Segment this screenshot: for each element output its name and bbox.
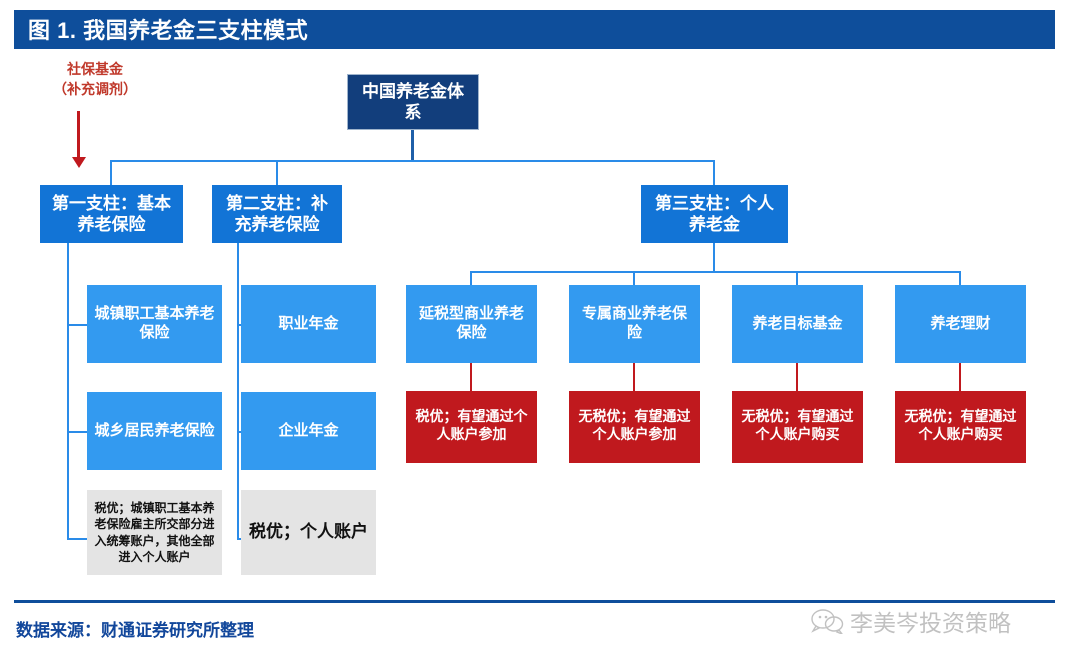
connector-red-4: [959, 363, 961, 391]
connector-red-3: [796, 363, 798, 391]
connector-root-bus: [110, 160, 715, 162]
node-pillar2-note: 税优；个人账户: [241, 490, 376, 575]
node-root[interactable]: 中国养老金体系: [347, 74, 479, 130]
node-pillar3-note-2: 无税优；有望通过个人账户参加: [569, 391, 700, 463]
node-pillar2-child-2[interactable]: 企业年金: [241, 392, 376, 470]
annotation-arrow-shaft: [77, 111, 80, 159]
connector-pillar3-drop-3: [796, 271, 798, 285]
watermark: 李美岑投资策略: [810, 604, 1011, 638]
node-pillar1-note: 税优；城镇职工基本养老保险雇主所交部分进入统筹账户，其他全部进入个人账户: [87, 490, 222, 575]
connector-pillar1-spine: [67, 243, 69, 540]
node-pillar2-child-1[interactable]: 职业年金: [241, 285, 376, 363]
connector-pillar3-down: [713, 243, 715, 271]
connector-red-2: [633, 363, 635, 391]
connector-to-pillar-1: [110, 160, 112, 185]
node-pillar1-child-2[interactable]: 城乡居民养老保险: [87, 392, 222, 470]
social-security-fund-annotation: 社保基金 （补充调剂）: [53, 63, 137, 99]
node-pillar3-note-1: 税优；有望通过个人账户参加: [406, 391, 537, 463]
down-arrow-icon: [72, 157, 86, 168]
node-pillar3-child-1[interactable]: 延税型商业养老保险: [406, 285, 537, 363]
connector-pillar1-stub-3: [67, 538, 87, 540]
data-source-label: 数据来源：财通证券研究所整理: [16, 621, 254, 640]
wechat-icon: [811, 609, 844, 634]
diagram-canvas: 社保基金 （补充调剂） 中国养老金体系 第一支柱：基本养老保险 第二支柱：补充养…: [0, 49, 1069, 600]
node-pillar-1[interactable]: 第一支柱：基本养老保险: [40, 185, 183, 243]
connector-to-pillar-3: [713, 160, 715, 185]
node-pillar-2[interactable]: 第二支柱：补充养老保险: [212, 185, 342, 243]
connector-pillar3-bus: [470, 271, 961, 273]
node-pillar3-child-4[interactable]: 养老理财: [895, 285, 1026, 363]
connector-pillar3-drop-1: [470, 271, 472, 285]
connector-red-1: [470, 363, 472, 391]
connector-pillar1-stub-2: [67, 431, 87, 433]
node-pillar3-child-3[interactable]: 养老目标基金: [732, 285, 863, 363]
connector-to-pillar-2: [276, 160, 278, 185]
node-pillar3-child-2[interactable]: 专属商业养老保险: [569, 285, 700, 363]
connector-pillar3-drop-2: [633, 271, 635, 285]
node-pillar1-child-1[interactable]: 城镇职工基本养老保险: [87, 285, 222, 363]
connector-pillar2-spine: [237, 243, 239, 540]
connector-pillar3-drop-4: [959, 271, 961, 285]
connector-pillar1-stub-1: [67, 324, 87, 326]
watermark-text: 李美岑投资策略: [850, 611, 1011, 636]
connector-root-down: [411, 130, 414, 160]
node-pillar3-note-4: 无税优；有望通过个人账户购买: [895, 391, 1026, 463]
header-underline: [14, 46, 1055, 49]
node-pillar3-note-3: 无税优；有望通过个人账户购买: [732, 391, 863, 463]
node-pillar-3[interactable]: 第三支柱：个人养老金: [641, 185, 788, 243]
page-title: 图 1. 我国养老金三支柱模式: [28, 18, 309, 43]
footer-rule: [14, 600, 1055, 603]
header-bar: [14, 10, 1055, 46]
